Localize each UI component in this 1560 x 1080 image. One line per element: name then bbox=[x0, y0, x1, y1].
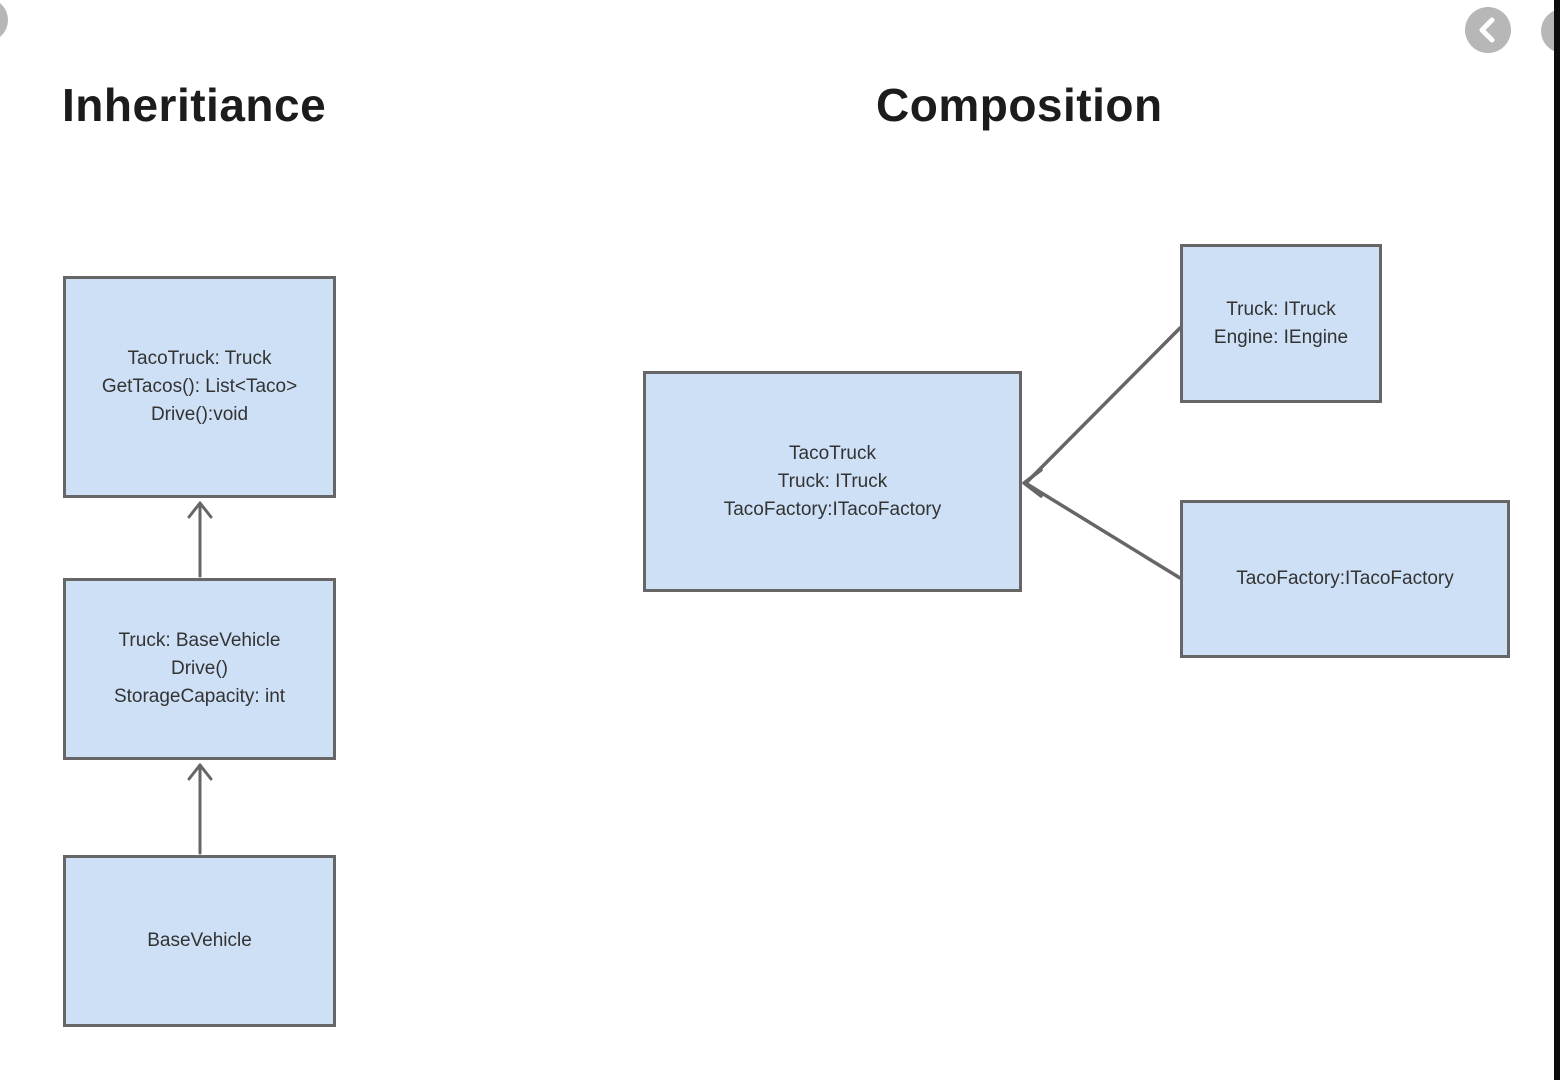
inheritance-arrow-truck-to-tacotruck bbox=[187, 501, 213, 578]
class-box-text: TacoFactory:ITacoFactory bbox=[723, 498, 942, 520]
class-box-text: BaseVehicle bbox=[147, 930, 252, 951]
chevron-left-icon bbox=[1479, 17, 1495, 43]
class-box-tacotruck-composed: TacoTruck Truck: ITruck TacoFactory:ITac… bbox=[643, 371, 1022, 592]
class-box-text: TacoTruck bbox=[789, 442, 876, 464]
class-box-truck-engine: Truck: ITruck Engine: IEngine bbox=[1180, 244, 1382, 403]
inheritance-arrow-basevehicle-to-truck bbox=[187, 763, 213, 855]
class-box-basevehicle: BaseVehicle bbox=[63, 855, 336, 1027]
back-button[interactable] bbox=[1465, 7, 1511, 53]
class-box-tacotruck: TacoTruck: Truck GetTacos(): List<Taco> … bbox=[63, 276, 336, 498]
class-box-text: TacoTruck: Truck bbox=[127, 348, 272, 369]
class-box-text: Drive():void bbox=[150, 404, 249, 425]
prev-slide-button[interactable] bbox=[0, 0, 8, 42]
class-box-tacofactory: TacoFactory:ITacoFactory bbox=[1180, 500, 1510, 658]
composition-title: Composition bbox=[876, 79, 1163, 131]
composition-line-tacofactory-to-tacotruck bbox=[1025, 482, 1182, 580]
inheritance-title: Inheritiance bbox=[62, 79, 327, 131]
class-box-text: Truck: ITruck bbox=[777, 470, 888, 492]
class-box-text: Engine: IEngine bbox=[1213, 326, 1349, 348]
class-box-text: StorageCapacity: int bbox=[113, 686, 286, 707]
composition-arrowhead bbox=[1022, 468, 1043, 498]
class-box-text: Truck: BaseVehicle bbox=[118, 630, 281, 651]
class-box-text: Truck: ITruck bbox=[1226, 298, 1336, 320]
composition-line-truckengine-to-tacotruck bbox=[1025, 326, 1182, 484]
class-box-text: Drive() bbox=[171, 658, 228, 679]
class-box-truck: Truck: BaseVehicle Drive() StorageCapaci… bbox=[63, 578, 336, 760]
class-box-text: TacoFactory:ITacoFactory bbox=[1236, 568, 1454, 589]
screen-edge-strip bbox=[1554, 0, 1560, 1080]
class-box-text: GetTacos(): List<Taco> bbox=[101, 376, 298, 397]
